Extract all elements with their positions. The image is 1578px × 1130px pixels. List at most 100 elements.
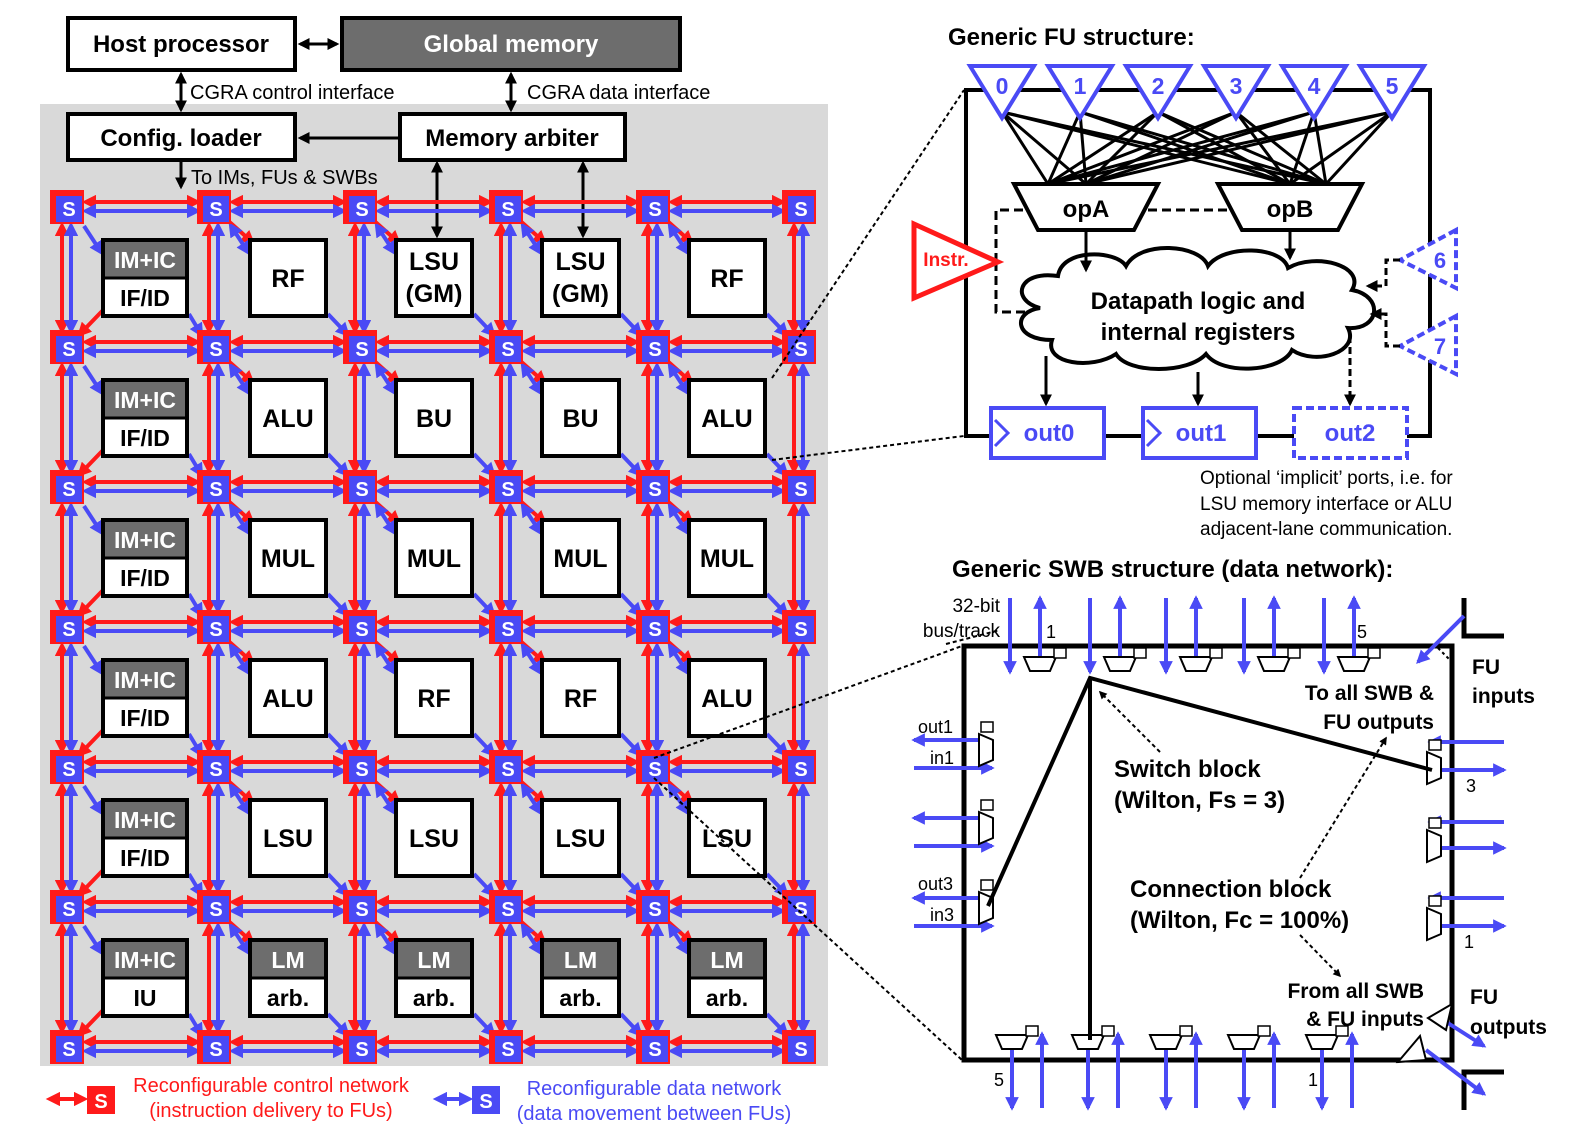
fu-out1-label: out1 <box>1176 420 1227 447</box>
swb-right-mux-reg <box>1428 895 1442 907</box>
fu-implicit-input-6: 6 <box>1395 226 1458 292</box>
fu-note-line1: Optional ‘implicit’ ports, i.e. for <box>1200 468 1453 489</box>
functional-unit <box>248 378 328 458</box>
control-interface-label: CGRA control interface <box>190 82 395 104</box>
data-switch <box>56 756 82 782</box>
memory-arbiter-label: Memory arbiter <box>425 125 598 152</box>
if-id-label: IF/ID <box>120 425 170 451</box>
data-switch <box>56 476 82 502</box>
data-to-fu <box>667 782 690 816</box>
swb-from-all-line1: From all SWB <box>1287 980 1424 1003</box>
data-switch <box>642 336 668 362</box>
fu-wire-to-opA <box>1046 111 1082 185</box>
instr-label: Instr. <box>923 250 968 271</box>
lm-label: LM <box>564 947 597 973</box>
connection-block-pointer-up <box>1299 736 1387 879</box>
data-to-fu <box>667 362 690 396</box>
swb-right-mux <box>1426 828 1442 864</box>
switch-block-wires <box>986 675 1433 1040</box>
opB-mux <box>1214 182 1366 232</box>
fu-label: LSU <box>263 825 313 853</box>
swb-bottom-mux-reg <box>1179 1025 1193 1037</box>
swb-out1-label: out1 <box>918 717 953 737</box>
swb-right-index-3: 3 <box>1466 776 1476 796</box>
functional-unit <box>248 518 328 598</box>
swb-left-mux-reg <box>980 879 994 891</box>
data-switch <box>788 196 814 222</box>
fu-title: Generic FU structure: <box>948 24 1195 51</box>
fu-input-port <box>1200 64 1272 122</box>
arb-label: arb. <box>706 985 748 1011</box>
data-to-fu <box>520 782 543 816</box>
swb-bottom-index-last: 1 <box>1308 1070 1318 1090</box>
data-switch <box>495 336 521 362</box>
functional-unit <box>687 518 767 598</box>
swb-corner-top-right <box>1461 598 1504 639</box>
swb-bus-line2: bus/track <box>923 621 1001 642</box>
fu-out2-label: out2 <box>1325 420 1376 447</box>
switch-label: S <box>648 899 661 921</box>
im-ic-label: IM+IC <box>114 247 176 273</box>
swb-right-mux <box>1426 750 1442 786</box>
swb-fu-inputs-line2: inputs <box>1472 685 1535 708</box>
lm-header <box>691 942 763 978</box>
fu-wire-to-opA <box>1085 110 1315 186</box>
switch-label: S <box>648 339 661 361</box>
switch-label: S <box>355 619 368 641</box>
config-loader-box: Config. loader <box>66 112 297 162</box>
connection-block-line2: (Wilton, Fc = 100%) <box>1130 907 1349 934</box>
switch-label: S <box>62 1039 75 1061</box>
swb-right-mux <box>1426 906 1442 942</box>
lm-header <box>398 942 470 978</box>
fu-input-crossbar <box>1000 110 1394 186</box>
fu-label: LSU <box>702 825 752 853</box>
swb-right-mux-reg <box>1428 817 1442 829</box>
global-memory-box: Global memory <box>340 16 682 72</box>
if-id-label: IF/ID <box>120 845 170 871</box>
data-switch <box>203 476 229 502</box>
data-switch <box>349 896 375 922</box>
swb-in1-label: in1 <box>930 748 954 768</box>
instr-to-mux-dashed <box>994 208 1228 314</box>
fu-input-label: 5 <box>1386 73 1399 99</box>
fu-label: ALU <box>262 405 313 433</box>
functional-unit <box>540 238 621 318</box>
fu-implicit-input-7: 7 <box>1395 312 1458 378</box>
switch-label: S <box>501 199 514 221</box>
legend-data: S Reconfigurable data network (data move… <box>432 1078 791 1125</box>
switch-label: S <box>501 1039 514 1061</box>
swb-top-mux <box>1256 656 1292 672</box>
fu-implicit-label-7: 7 <box>1434 334 1446 359</box>
switch-block-line2: (Wilton, Fs = 3) <box>1114 787 1285 814</box>
fu-note-line2: LSU memory interface or ALU <box>1200 494 1452 515</box>
config-loader-label: Config. loader <box>100 125 261 152</box>
datapath-line1: Datapath logic and <box>1091 288 1306 315</box>
fu-wire-to-opB <box>1288 111 1316 185</box>
swb-fu-input-arrow <box>1416 614 1466 664</box>
legend-control-switch: S <box>94 1091 107 1113</box>
fu-wire-to-opB <box>1312 111 1328 185</box>
data-switch <box>349 616 375 642</box>
legend-control-line1: Reconfigurable control network <box>133 1075 410 1097</box>
switch-label: S <box>355 339 368 361</box>
iu-label: IU <box>134 985 157 1011</box>
data-to-fu <box>374 642 397 676</box>
data-switch <box>203 756 229 782</box>
fu-wire-to-opA <box>1001 110 1087 186</box>
opB-label: opB <box>1267 196 1314 223</box>
fu-input-port <box>1122 64 1194 122</box>
fu-label-sub: (GM) <box>552 280 609 308</box>
host-processor-box: Host processor <box>66 16 297 72</box>
legend-data-switch: S <box>479 1091 492 1113</box>
swb-bottom-mux-reg <box>1335 1025 1349 1037</box>
functional-unit-grid: IM+ICIF/IDRFLSU(GM)LSU(GM)RFIM+ICIF/IDAL… <box>101 238 767 1018</box>
fu-wire-to-opA <box>1047 110 1159 186</box>
switch-label: S <box>648 1039 661 1061</box>
fu-input-port <box>1278 64 1350 122</box>
switch-label: S <box>62 199 75 221</box>
im-ic-label: IM+IC <box>114 527 176 553</box>
swb-to-all-line2: FU outputs <box>1323 711 1434 734</box>
swb-title: Generic SWB structure (data network): <box>952 556 1393 583</box>
fu-wire-to-opA <box>1047 110 1237 186</box>
